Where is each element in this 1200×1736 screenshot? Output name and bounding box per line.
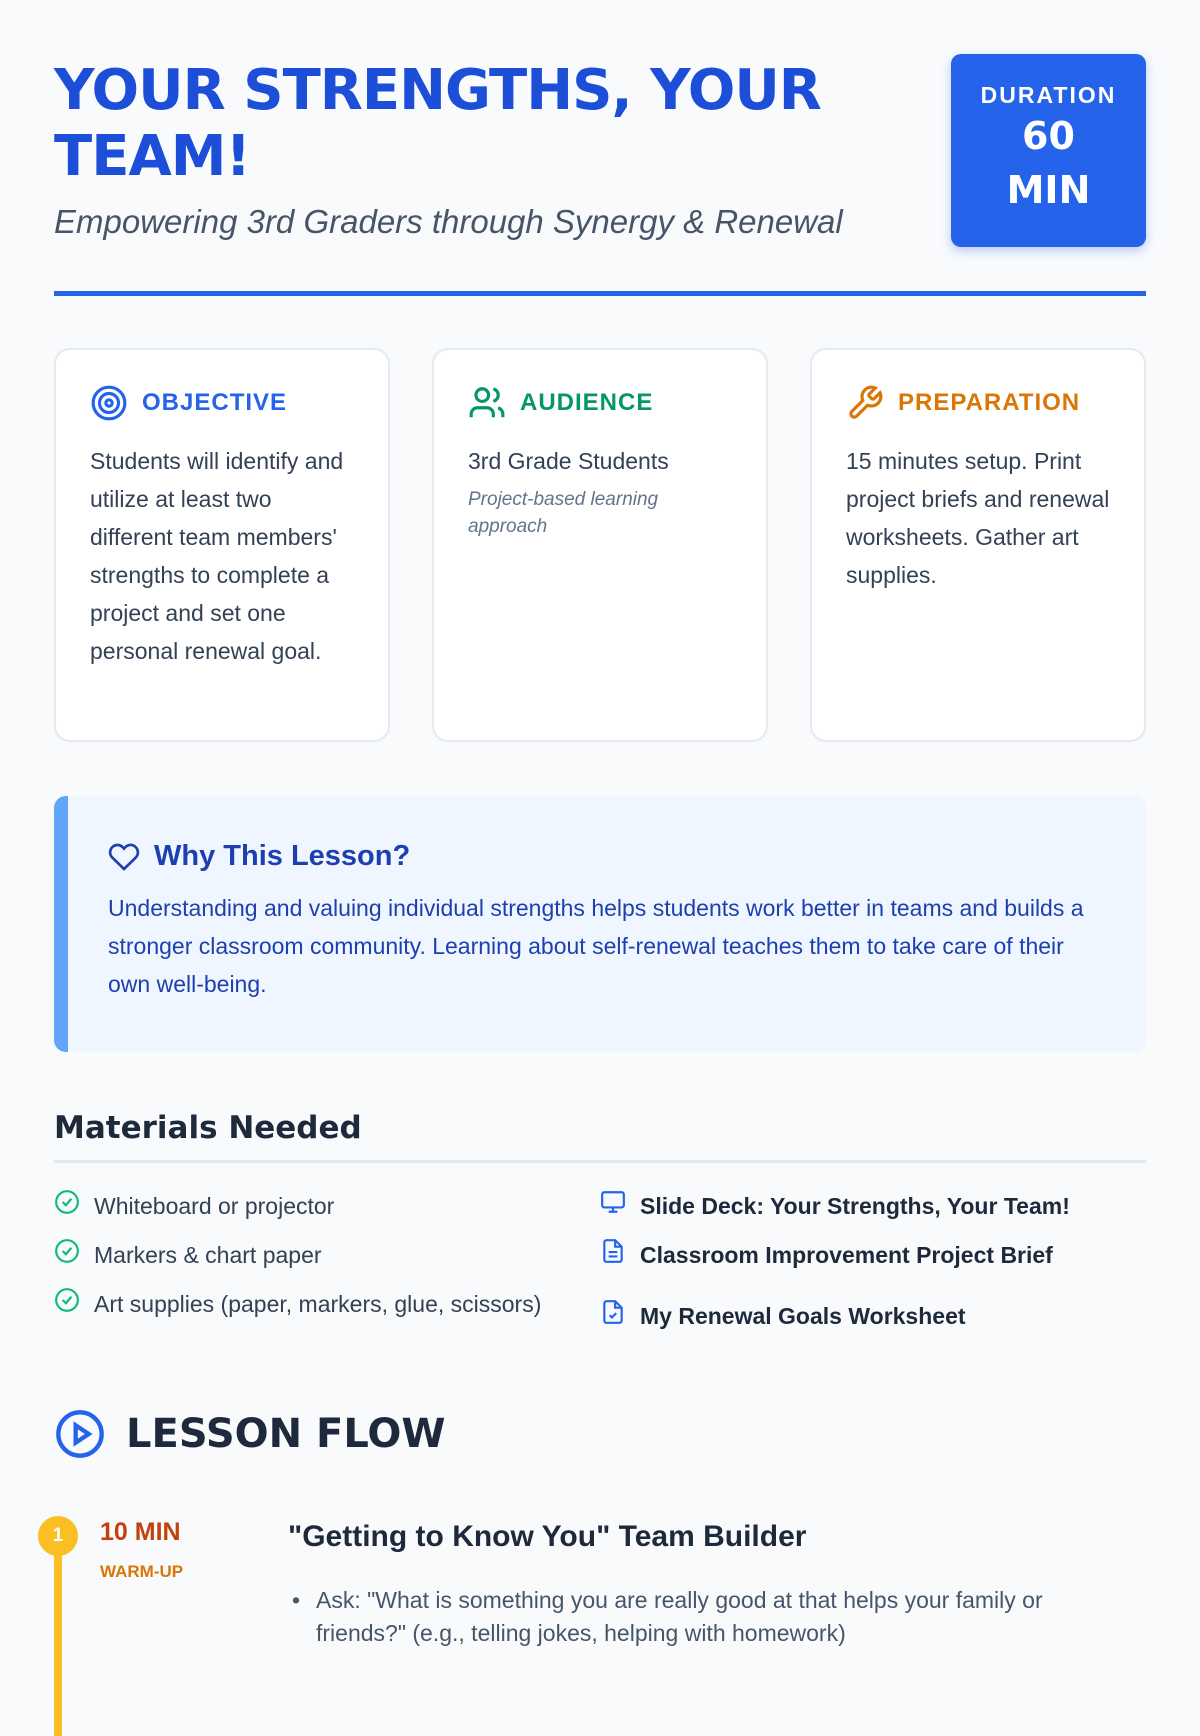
step-number: 1 xyxy=(38,1516,78,1556)
resource-item[interactable]: Classroom Improvement Project Brief xyxy=(600,1238,1146,1273)
file-check-icon xyxy=(600,1299,626,1334)
wrench-icon xyxy=(849,385,883,419)
material-label: Whiteboard or projector xyxy=(94,1193,335,1219)
objective-card: OBJECTIVE Students will identify and uti… xyxy=(54,348,390,742)
material-label: Markers & chart paper xyxy=(94,1242,322,1268)
material-item: Markers & chart paper xyxy=(54,1238,600,1273)
material-label: Art supplies (paper, markers, glue, scis… xyxy=(94,1291,542,1317)
card-title: PREPARATION xyxy=(898,389,1081,416)
resource-label: Classroom Improvement Project Brief xyxy=(640,1242,1053,1268)
page-title: YOUR STRENGTHS, YOUR TEAM! xyxy=(54,58,822,189)
duration-badge: DURATION 60 MIN xyxy=(951,54,1146,247)
resource-label: My Renewal Goals Worksheet xyxy=(640,1303,966,1329)
duration-unit: MIN xyxy=(1006,168,1091,212)
why-this-lesson: Why This Lesson? Understanding and valui… xyxy=(54,796,1146,1052)
card-text: Students will identify and utilize at le… xyxy=(90,448,344,664)
audience-card: AUDIENCE 3rd Grade Students Project-base… xyxy=(432,348,768,742)
monitor-icon xyxy=(600,1189,626,1224)
material-item: Whiteboard or projector xyxy=(54,1189,600,1224)
timeline-line xyxy=(54,1536,62,1736)
resource-item[interactable]: Slide Deck: Your Strengths, Your Team! xyxy=(600,1189,1146,1224)
heart-icon xyxy=(108,843,140,871)
materials-title: Materials Needed xyxy=(54,1110,1146,1163)
check-circle-icon xyxy=(54,1238,80,1273)
file-text-icon xyxy=(600,1238,626,1273)
lesson-step: 1 10 MIN WARM-UP "Getting to Know You" T… xyxy=(38,1516,1146,1736)
header: YOUR STRENGTHS, YOUR TEAM! Empowering 3r… xyxy=(54,0,1146,296)
duration-label: DURATION xyxy=(980,82,1117,108)
material-item: Art supplies (paper, markers, glue, scis… xyxy=(54,1287,600,1322)
page-subtitle: Empowering 3rd Graders through Synergy &… xyxy=(54,203,843,240)
step-bullet: Ask: "What is something you are really g… xyxy=(288,1584,1128,1650)
card-text: 3rd Grade Students xyxy=(468,448,669,474)
card-note: Project-based learning approach xyxy=(468,489,659,537)
check-circle-icon xyxy=(54,1189,80,1224)
users-icon xyxy=(469,387,505,418)
play-circle-icon xyxy=(56,1410,104,1458)
card-text: 15 minutes setup. Print project briefs a… xyxy=(846,448,1110,588)
check-circle-icon xyxy=(54,1287,80,1322)
materials-section: Materials Needed Whiteboard or projector… xyxy=(54,1110,1146,1348)
step-phase: WARM-UP xyxy=(100,1562,184,1581)
resource-item[interactable]: My Renewal Goals Worksheet xyxy=(600,1299,1146,1334)
step-title: "Getting to Know You" Team Builder xyxy=(288,1520,807,1553)
card-title: AUDIENCE xyxy=(520,389,654,416)
preparation-card: PREPARATION 15 minutes setup. Print proj… xyxy=(810,348,1146,742)
step-time: 10 MIN xyxy=(100,1518,181,1546)
resource-label: Slide Deck: Your Strengths, Your Team! xyxy=(640,1193,1070,1219)
card-title: OBJECTIVE xyxy=(142,389,288,416)
target-icon xyxy=(91,385,127,421)
duration-value: 60 xyxy=(1022,114,1075,158)
why-title: Why This Lesson? xyxy=(154,840,411,872)
lesson-flow-heading: LESSON FLOW xyxy=(54,1408,1146,1460)
why-text: Understanding and valuing individual str… xyxy=(108,895,1084,997)
lesson-flow-title: LESSON FLOW xyxy=(126,1411,446,1457)
